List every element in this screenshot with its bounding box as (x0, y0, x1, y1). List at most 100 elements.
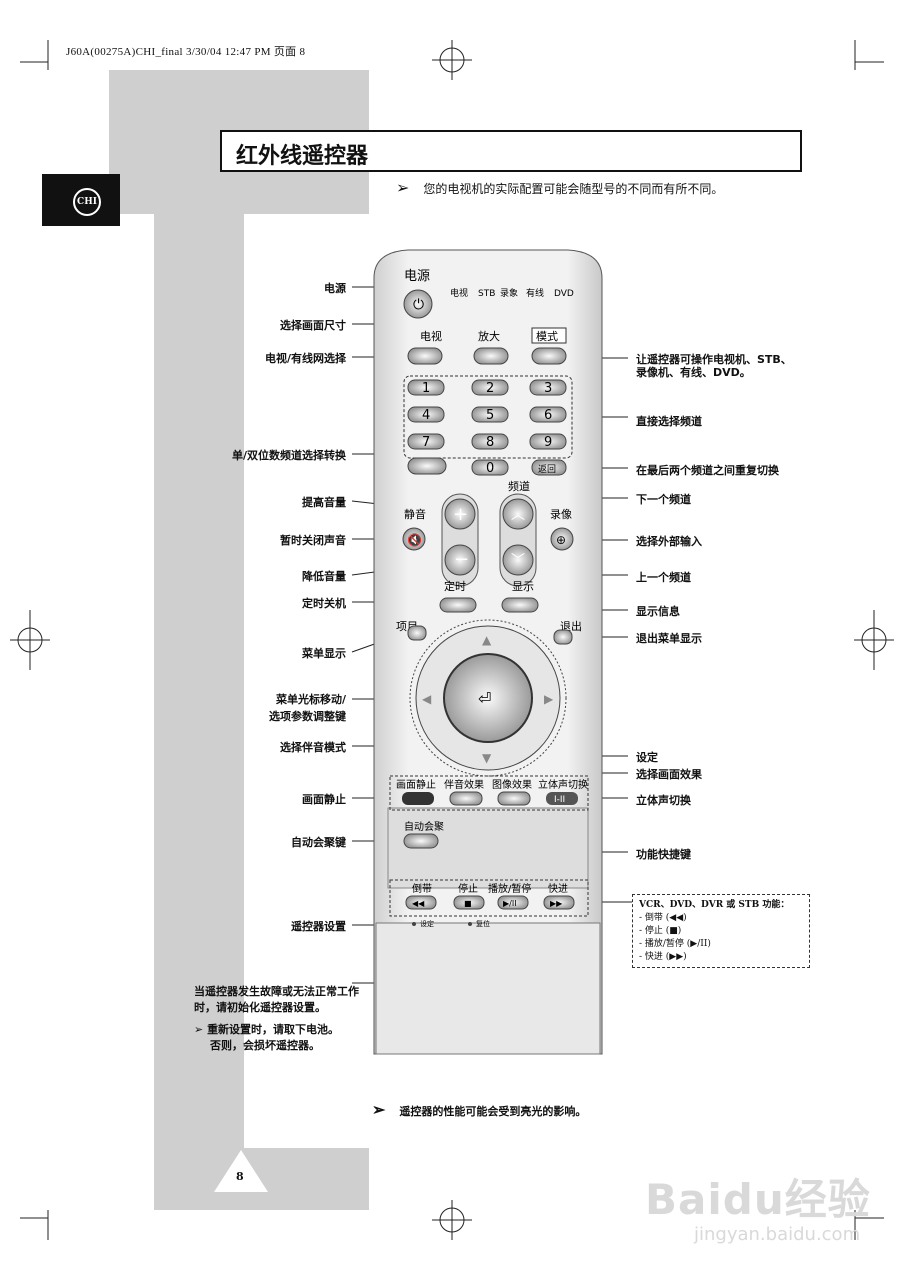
sound-mode-button[interactable] (449, 791, 483, 806)
channel-down-button[interactable] (502, 544, 534, 576)
arrow-icon: ➢ (396, 178, 410, 197)
mute-label: 静音 (404, 507, 426, 521)
stop-label: 停止 (458, 882, 478, 895)
remote-illustration: 电源 ⏻ 电视 STB 录象 有线 DVD 电视 放大 模式 1 2 3 4 5… (373, 249, 603, 1055)
mode-indicator: DVD (554, 289, 574, 299)
mute-button[interactable] (402, 527, 426, 551)
label-ch-up: 下一个频道 (636, 493, 691, 506)
arrow-left-icon[interactable]: ◀ (422, 692, 432, 706)
sound-label: 伴音效果 (444, 778, 484, 791)
enter-button[interactable] (443, 653, 533, 743)
volume-down-button[interactable] (444, 544, 476, 576)
note-top-text: 您的电视机的实际配置可能会随型号的不同而有所不同。 (423, 182, 724, 196)
picture-effect-button[interactable] (497, 791, 531, 806)
digit-label: 5 (486, 408, 494, 423)
page-number-triangle (214, 1150, 268, 1192)
stop-icon: ■ (464, 899, 472, 908)
arrow-right-icon[interactable]: ▶ (544, 692, 554, 706)
exit-button[interactable] (553, 629, 573, 645)
sleep-button[interactable] (439, 597, 477, 613)
minus-icon: − (454, 549, 469, 570)
digit-button[interactable] (407, 433, 445, 450)
digit-label: 7 (422, 435, 430, 450)
back-label: 返回 (538, 463, 556, 475)
digit-button[interactable] (471, 433, 509, 450)
info-button[interactable] (501, 597, 539, 613)
fast-forward-button[interactable] (543, 895, 575, 910)
label-mute: 暂时关闭声音 (280, 534, 346, 547)
menu-button[interactable] (407, 625, 427, 641)
function-labels: 画面静止 伴音效果 图像效果 立体声切换 (396, 778, 588, 791)
digit-button[interactable] (529, 433, 567, 450)
plus-icon: + (453, 504, 468, 525)
label-picture-size: 选择画面尺寸 (280, 319, 346, 332)
label-remote-setup: 遥控器设置 (291, 920, 346, 933)
digit-label: 9 (544, 435, 552, 450)
label-power: 电源 (324, 282, 346, 295)
timer-label: 定时 (444, 579, 466, 593)
label-ch-down: 上一个频道 (636, 571, 691, 584)
power-icon: ⏻ (413, 297, 424, 313)
mode-indicator: 电视 (450, 287, 468, 299)
digit-button[interactable] (471, 379, 509, 396)
still-label: 画面静止 (396, 778, 436, 791)
gray-band-side (154, 70, 244, 1150)
remote-power-label: 电源 (404, 269, 430, 284)
stop-button[interactable] (453, 895, 485, 910)
label-sound-mode: 选择伴音模式 (280, 741, 346, 754)
arrow-up-icon[interactable]: ▲ (482, 633, 492, 647)
channel-up-button[interactable] (502, 498, 534, 530)
chevron-up-icon: ︿ (511, 507, 525, 523)
vcr-item: - 快进 (▶▶) (639, 952, 687, 962)
label-source: 选择外部输入 (636, 535, 702, 548)
digit-button[interactable] (471, 406, 509, 423)
stereo-button[interactable] (546, 792, 578, 805)
stereo-button-label: I-II (554, 795, 565, 805)
still-button[interactable] (402, 792, 434, 805)
vcr-item: - 倒带 (◀◀) (639, 913, 687, 923)
label-direct-channel: 直接选择频道 (636, 415, 702, 428)
zoom-label: 放大 (478, 329, 500, 343)
digit-toggle-button[interactable] (407, 457, 447, 475)
digit-button[interactable] (529, 406, 567, 423)
arrow-down-icon[interactable]: ▼ (482, 751, 492, 765)
mode-button[interactable] (531, 347, 567, 365)
source-button[interactable] (550, 527, 574, 551)
label-digit-toggle: 单/双位数频道选择转换 (231, 449, 346, 462)
power-button[interactable] (403, 289, 433, 319)
digit-button[interactable] (407, 379, 445, 396)
display-label: 显示 (512, 580, 534, 593)
mode-indicators: 电视 STB 录象 有线 DVD (450, 287, 574, 299)
back-button[interactable] (531, 459, 567, 476)
picture-size-button[interactable] (473, 347, 509, 365)
fast-forward-icon: ▶▶ (550, 899, 563, 908)
label-cursor-2: 选项参数调整键 (269, 710, 346, 723)
auto-focus-button[interactable] (403, 833, 439, 849)
volume-up-button[interactable] (444, 498, 476, 530)
setup-hole[interactable] (412, 922, 416, 926)
rewind-button[interactable] (405, 895, 437, 910)
play-pause-button[interactable] (497, 895, 529, 910)
tv-cable-button[interactable] (407, 347, 443, 365)
digit-label: 0 (486, 461, 494, 476)
speaker-mute-icon: 🔇 (407, 533, 422, 547)
reset-hole[interactable] (468, 922, 472, 926)
label-auto-focus: 自动会聚键 (291, 836, 346, 849)
play-pause-icon: ▶/II (503, 899, 517, 908)
rewind-label: 倒带 (412, 883, 432, 895)
digit-button[interactable] (529, 379, 567, 396)
mode-label: 模式 (536, 330, 558, 343)
digit-button[interactable] (471, 459, 509, 476)
vcr-item: - 停止 (■) (639, 926, 682, 936)
vcr-function-box: VCR、DVD、DVR 或 STB 功能： - 倒带 (◀◀) - 停止 (■)… (632, 894, 810, 968)
label-still: 画面静止 (302, 793, 346, 806)
label-vol-up: 提高音量 (302, 496, 346, 509)
page-title: 红外线遥控器 (236, 144, 369, 169)
arrow-icon: ➢ (194, 1023, 204, 1036)
auto-focus-label: 自动会聚 (404, 820, 444, 833)
label-cursor-1: 菜单光标移动/ (275, 693, 346, 706)
reset-note-main: 当遥控器发生故障或无法正常工作时，请初始化遥控器设置。 (194, 985, 359, 1014)
play-pause-label: 播放/暂停 (488, 882, 531, 895)
arrow-icon: ➢ (372, 1100, 386, 1119)
digit-button[interactable] (407, 406, 445, 423)
